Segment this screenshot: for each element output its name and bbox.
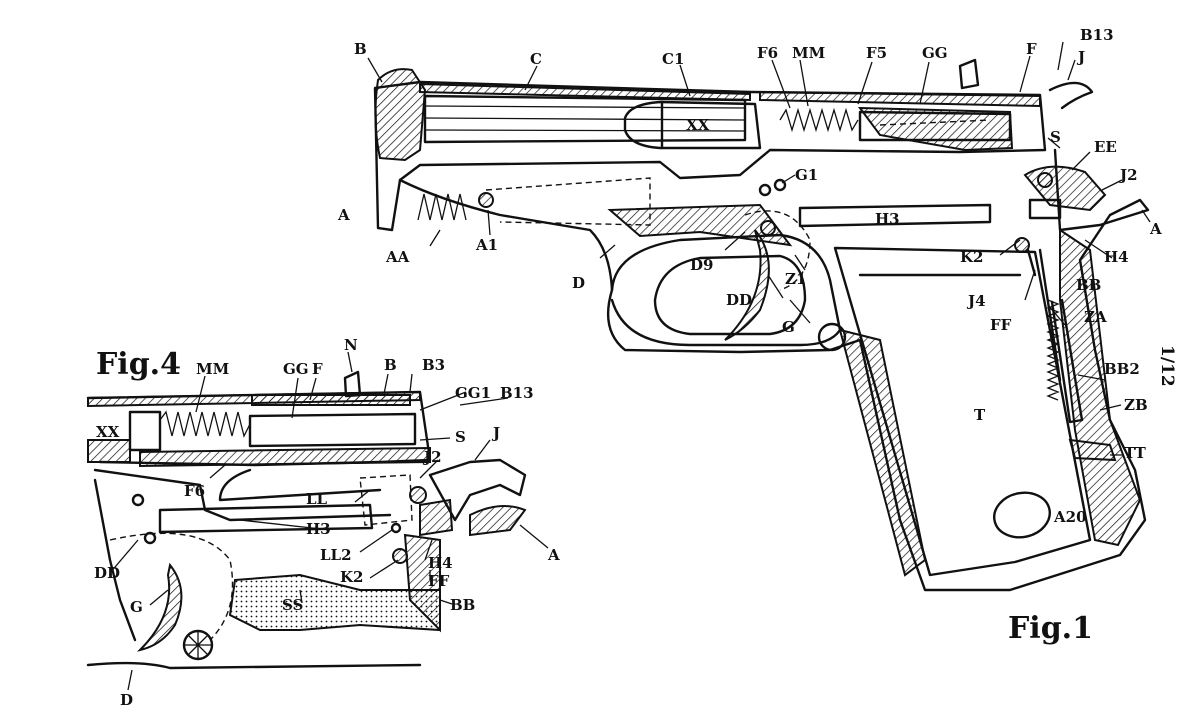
fig4-label-n: N [344, 336, 358, 354]
fig4-label-gg1: GG1 [455, 384, 491, 402]
fig4-firing-spring [159, 410, 251, 438]
fig1-label-c1: C1 [662, 50, 684, 68]
fig4-label-f: F [312, 360, 323, 378]
fig4-label-k2: K2 [340, 568, 363, 586]
fig1-label-mm: MM [792, 44, 825, 62]
fig4-label-g: G [130, 598, 143, 616]
fig4-label-b3: B3 [422, 356, 445, 374]
fig4-label-a: A [547, 546, 560, 564]
fig1-label-b: B [354, 40, 367, 58]
fig4-label-gg: GG [283, 360, 309, 378]
fig1-barrel [423, 94, 747, 144]
fig1-label-k2: K2 [960, 248, 983, 266]
fig4-firing-pin [248, 412, 417, 448]
fig1-label-bb2: BB2 [1104, 360, 1140, 378]
fig4-label-j: J [491, 424, 500, 442]
fig4-label-dd: DD [94, 564, 120, 582]
fig4-detail-drawing [86, 351, 549, 691]
fig1-label-gg: GG [922, 44, 948, 62]
fig1-label-ff: FF [990, 316, 1012, 334]
fig4-title: Fig.4 [96, 347, 181, 382]
fig1-label-dd: DD [726, 291, 752, 309]
fig1-grip-panel [833, 246, 1092, 577]
fig4-label-ll2: LL2 [320, 546, 352, 564]
fig1-label-d9: D9 [690, 256, 713, 274]
fig4-label-s: S [455, 428, 466, 446]
fig1-label-f6: F6 [757, 44, 778, 62]
fig1-label-aa: AA [385, 248, 410, 266]
fig1-label-h3: H3 [875, 210, 900, 228]
fig1-label-zb: ZB [1124, 396, 1148, 414]
fig4-label-ss: SS [282, 596, 303, 614]
fig1-muzzle-cap [374, 68, 427, 162]
fig4-label-b: B [384, 356, 397, 374]
fig1-label-za: ZA [1084, 308, 1107, 326]
fig1-label-j: J [1076, 48, 1085, 66]
fig1-label-d: D [572, 274, 585, 292]
fig4-sear [359, 474, 413, 526]
fig1-pistol-drawing [367, 41, 1151, 592]
fig4-trigger [136, 562, 183, 652]
fig4-label-bb: BB [450, 596, 475, 614]
fig1-frame [398, 148, 1150, 592]
fig4-label-mm: MM [196, 360, 229, 378]
fig1-label-c: C [530, 50, 542, 68]
fig1-grip-hole [993, 491, 1051, 539]
fig1-title: Fig.1 [1008, 611, 1093, 646]
fig1-label-f: F [1026, 40, 1037, 58]
fig1-label-h4: H4 [1104, 248, 1129, 266]
fig4-trigger-bar [158, 503, 374, 534]
fig1-label-z1: Z1 [785, 270, 806, 288]
fig1-label-tt: TT [1124, 444, 1147, 462]
fig1-label-f5: F5 [866, 44, 887, 62]
fig1-trigger [724, 229, 770, 341]
fig1-label-xx: XX [686, 116, 710, 134]
fig1-grip-screw [817, 322, 847, 352]
fig4-label-d: D [120, 691, 133, 709]
fig1-label-bb: BB [1076, 276, 1101, 294]
fig4-label-b13: B13 [500, 384, 534, 402]
fig4-label-ll: LL [306, 490, 328, 508]
sheet-number: 1/12 [1157, 345, 1177, 387]
fig1-label-a-front: A [337, 206, 350, 224]
fig1-label-ee: EE [1094, 138, 1117, 156]
fig1-labels: B C C1 F6 MM F5 GG F B13 J XX S EE J2 A … [337, 26, 1177, 646]
fig4-hammer [428, 458, 527, 522]
fig1-label-g: G [782, 318, 795, 336]
fig4-label-h3: H3 [306, 520, 331, 538]
fig1-label-t: T [974, 406, 986, 424]
fig1-label-j2: J2 [1118, 166, 1138, 184]
fig1-trigger-bar [798, 203, 992, 228]
fig4-labels: Fig.4 MM GG F N B B3 GG1 B13 XX S J J2 F… [94, 336, 560, 709]
fig1-label-j4: J4 [966, 292, 986, 310]
fig1-label-b13: B13 [1080, 26, 1114, 44]
fig1-label-a1: A1 [475, 236, 498, 254]
fig4-label-j2: J2 [422, 448, 442, 466]
fig1-firing-spring [779, 107, 859, 133]
fig1-label-a-rear: A [1149, 220, 1162, 238]
fig4-label-xx: XX [96, 423, 120, 441]
fig4-grip-panel [228, 573, 441, 632]
fig1-label-s: S [1050, 128, 1061, 146]
fig1-recoil-spring [417, 193, 467, 221]
fig1-label-g1: G1 [795, 166, 818, 184]
fig4-label-f6: F6 [184, 482, 205, 500]
fig4-label-ff: FF [428, 572, 450, 590]
fig1-label-a20: A20 [1053, 508, 1087, 526]
fig1-trigger-guard [610, 233, 842, 347]
fig4-label-h4: H4 [428, 554, 453, 572]
fig1-cartridge [623, 100, 762, 150]
fig4-grip-screw [182, 629, 214, 661]
